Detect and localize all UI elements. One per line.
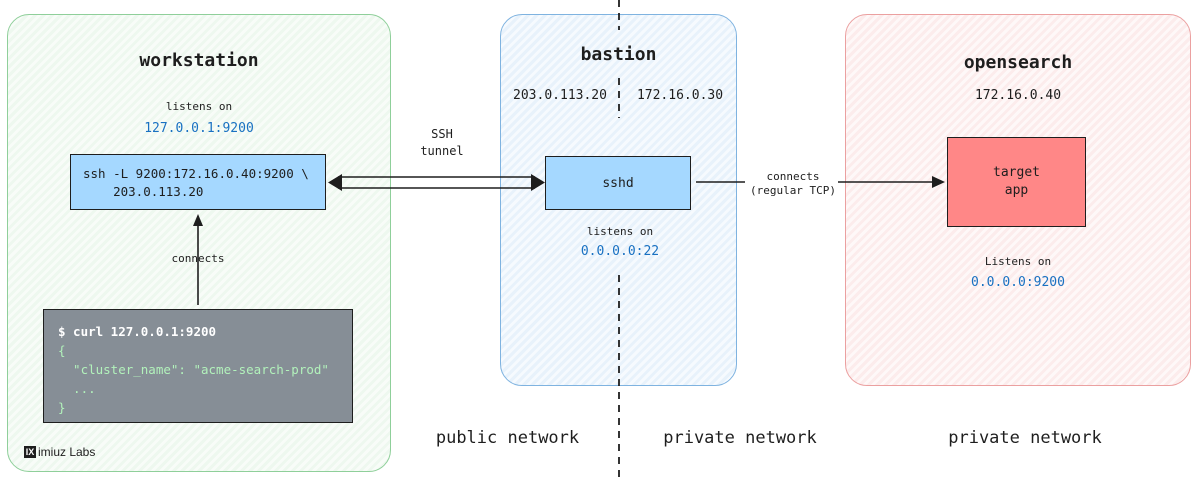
workstation-title: workstation	[139, 50, 259, 71]
ssh-command-line-2: 203.0.113.20	[83, 184, 204, 199]
terminal-line-2: "cluster_name": "acme-search-prod"	[58, 362, 329, 377]
ssh-command-line-1: ssh -L 9200:172.16.0.40:9200 \	[83, 166, 309, 181]
workstation-listens-label: listens on	[165, 100, 233, 113]
opensearch-listens-addr: 0.0.0.0:9200	[971, 275, 1065, 290]
tunnel-label-line-2: tunnel	[420, 144, 464, 158]
terminal-line-1: {	[58, 343, 66, 358]
terminal-line-4: }	[58, 400, 66, 415]
logo-mark: IX	[24, 446, 36, 458]
opensearch-title: opensearch	[963, 52, 1073, 73]
bastion-public-ip: 203.0.113.20	[513, 88, 607, 103]
workstation-listens-addr: 127.0.0.1:9200	[144, 121, 254, 136]
tcp-label: connects (regular TCP)	[735, 170, 851, 198]
target-app-line-2: app	[1004, 183, 1029, 198]
terminal-box: $ curl 127.0.0.1:9200 { "cluster_name": …	[43, 309, 353, 423]
tcp-arrow-head	[932, 176, 945, 188]
bastion-listens-addr: 0.0.0.0:22	[580, 244, 660, 259]
sshd-label: sshd	[602, 175, 634, 191]
sshd-box: sshd	[545, 156, 691, 210]
bastion-listens-label: listens on	[586, 225, 654, 238]
opensearch-listens-label: Listens on	[984, 255, 1052, 268]
private-network-label-middle: private network	[663, 428, 817, 448]
tcp-label-line-2: (regular TCP)	[749, 184, 837, 197]
logo: IX imiuz Labs	[24, 445, 95, 459]
logo-text: imiuz Labs	[38, 445, 96, 459]
private-network-label-right: private network	[948, 428, 1102, 448]
bastion-title: bastion	[580, 44, 657, 65]
tunnel-arrow-left	[328, 174, 342, 191]
tunnel-label-line-1: SSH	[431, 127, 453, 141]
bastion-private-ip: 172.16.0.30	[636, 88, 724, 103]
public-network-label: public network	[435, 428, 580, 448]
tunnel-arrow-right	[531, 174, 545, 191]
opensearch-ip: 172.16.0.40	[974, 88, 1062, 103]
terminal-line-3: ...	[58, 381, 96, 396]
tunnel-label: SSH tunnel	[402, 126, 482, 160]
ssh-command-box: ssh -L 9200:172.16.0.40:9200 \ 203.0.113…	[70, 154, 326, 210]
terminal-prompt: $ curl 127.0.0.1:9200	[58, 324, 217, 339]
target-app-line-1: target	[993, 165, 1040, 180]
tcp-label-line-1: connects	[766, 170, 820, 183]
connects-label: connects	[171, 252, 225, 265]
target-app-box: target app	[947, 137, 1086, 227]
